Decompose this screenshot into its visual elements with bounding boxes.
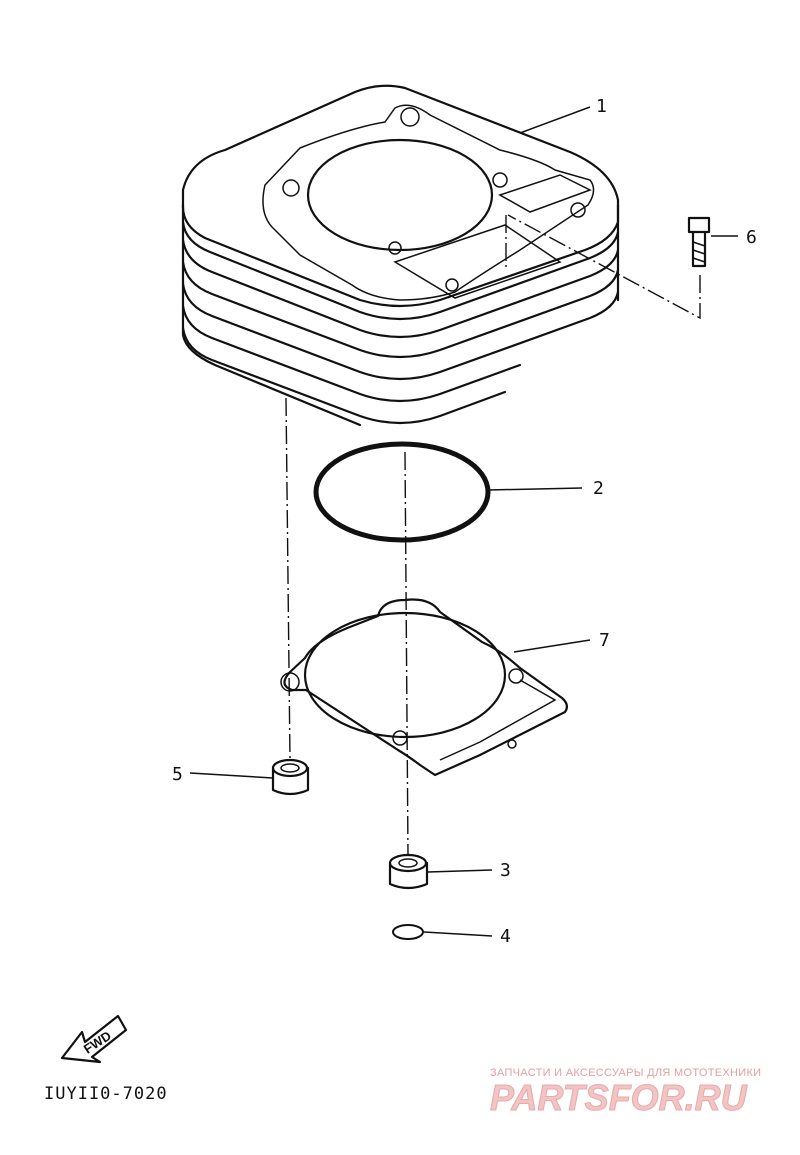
- leader-lines: [189, 106, 738, 937]
- dowel-pin-part: [271, 758, 310, 796]
- part-number-label: 1: [596, 96, 607, 117]
- part-number-label: 6: [746, 227, 757, 248]
- alignment-line: [507, 214, 701, 320]
- small-o-ring-part: [392, 924, 424, 940]
- dowel-pin-part: [388, 853, 429, 890]
- watermark-site: PARTSFOR.RU: [490, 1077, 748, 1118]
- base-gasket-part: [280, 598, 569, 777]
- part-number-label: 5: [172, 764, 183, 785]
- alignment-line: [285, 397, 291, 761]
- part-number-label: 7: [599, 630, 610, 651]
- part-number-label: 4: [500, 926, 511, 947]
- bolt-part: [687, 216, 711, 268]
- part-number-label: 3: [500, 860, 511, 881]
- forward-arrow-icon: FWD: [60, 1014, 128, 1064]
- diagram-code: IUYII0-7020: [44, 1084, 168, 1104]
- o-ring-part: [313, 441, 491, 543]
- alignment-line: [404, 451, 409, 856]
- watermark-tagline: ЗАПЧАСТИ И АКСЕССУАРЫ ДЛЯ МОТОТЕХНИКИ: [490, 1067, 761, 1079]
- part-number-label: 2: [593, 478, 604, 499]
- cylinder-part: [181, 84, 620, 427]
